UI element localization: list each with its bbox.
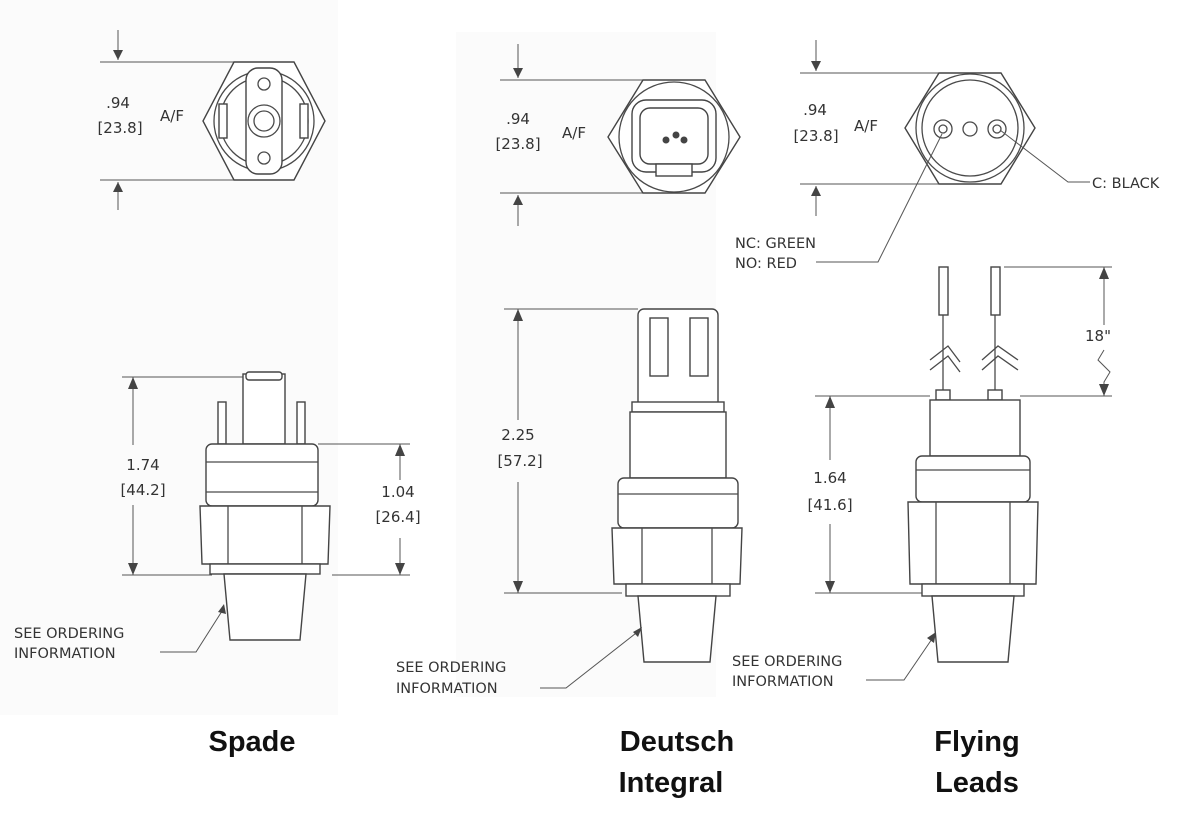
flying-caption-line2: Leads	[935, 767, 1019, 799]
spade-af-label: A/F	[160, 107, 184, 125]
flying-side-view: 18" 1.64 [41.6] SEE ORDERING INFORMA	[732, 266, 1112, 690]
flying-wire-no: NO: RED	[735, 256, 797, 272]
flying-af-inch: .94	[803, 101, 827, 119]
flying-wire-c: C: BLACK	[1092, 176, 1160, 192]
flying-height-inch: 1.64	[813, 469, 846, 487]
spade-note-line2: INFORMATION	[14, 646, 116, 662]
deutsch-drawing: .94 [23.8] A/F 2.25 [57.2]	[396, 44, 743, 799]
deutsch-height-mm: [57.2]	[497, 452, 542, 470]
spade-thread-inch: 1.04	[381, 483, 414, 501]
flying-caption-line1: Flying	[934, 726, 1019, 758]
spade-caption: Spade	[208, 726, 295, 758]
flying-leads-drawing: .94 [23.8] A/F C: BLACK NC: GREEN NO: RE…	[732, 40, 1160, 799]
spade-af-inch: .94	[106, 94, 130, 112]
flying-af-mm: [23.8]	[793, 127, 838, 145]
deutsch-af-label: A/F	[562, 124, 586, 142]
deutsch-af-inch: .94	[506, 110, 530, 128]
deutsch-height-inch: 2.25	[501, 426, 534, 444]
deutsch-side-view: 2.25 [57.2] SEE ORDERING INFORMATION	[396, 308, 743, 697]
deutsch-note-line1: SEE ORDERING	[396, 660, 506, 676]
spade-height-mm: [44.2]	[120, 481, 165, 499]
spade-side-view: 1.74 [44.2] 1.04 [26.4]	[14, 371, 421, 662]
deutsch-caption-line1: Deutsch	[620, 726, 734, 758]
spade-top-view: .94 [23.8] A/F	[97, 30, 326, 210]
flying-wire-nc: NC: GREEN	[735, 236, 816, 252]
deutsch-af-mm: [23.8]	[495, 135, 540, 153]
flying-top-view: .94 [23.8] A/F C: BLACK NC: GREEN NO: RE…	[735, 40, 1160, 272]
flying-note-line1: SEE ORDERING	[732, 654, 842, 670]
deutsch-caption-line2: Integral	[619, 767, 724, 799]
spade-drawing: .94 [23.8] A/F 1.74 [44.2] 1.04 [26.4]	[14, 30, 421, 758]
flying-lead-length: 18"	[1085, 327, 1111, 345]
deutsch-top-view: .94 [23.8] A/F	[495, 44, 741, 226]
flying-note-line2: INFORMATION	[732, 674, 834, 690]
spade-af-mm: [23.8]	[97, 119, 142, 137]
flying-af-label: A/F	[854, 117, 878, 135]
spade-height-inch: 1.74	[126, 456, 159, 474]
flying-height-mm: [41.6]	[807, 496, 852, 514]
spade-thread-mm: [26.4]	[375, 508, 420, 526]
spade-note-line1: SEE ORDERING	[14, 626, 124, 642]
deutsch-note-line2: INFORMATION	[396, 681, 498, 697]
